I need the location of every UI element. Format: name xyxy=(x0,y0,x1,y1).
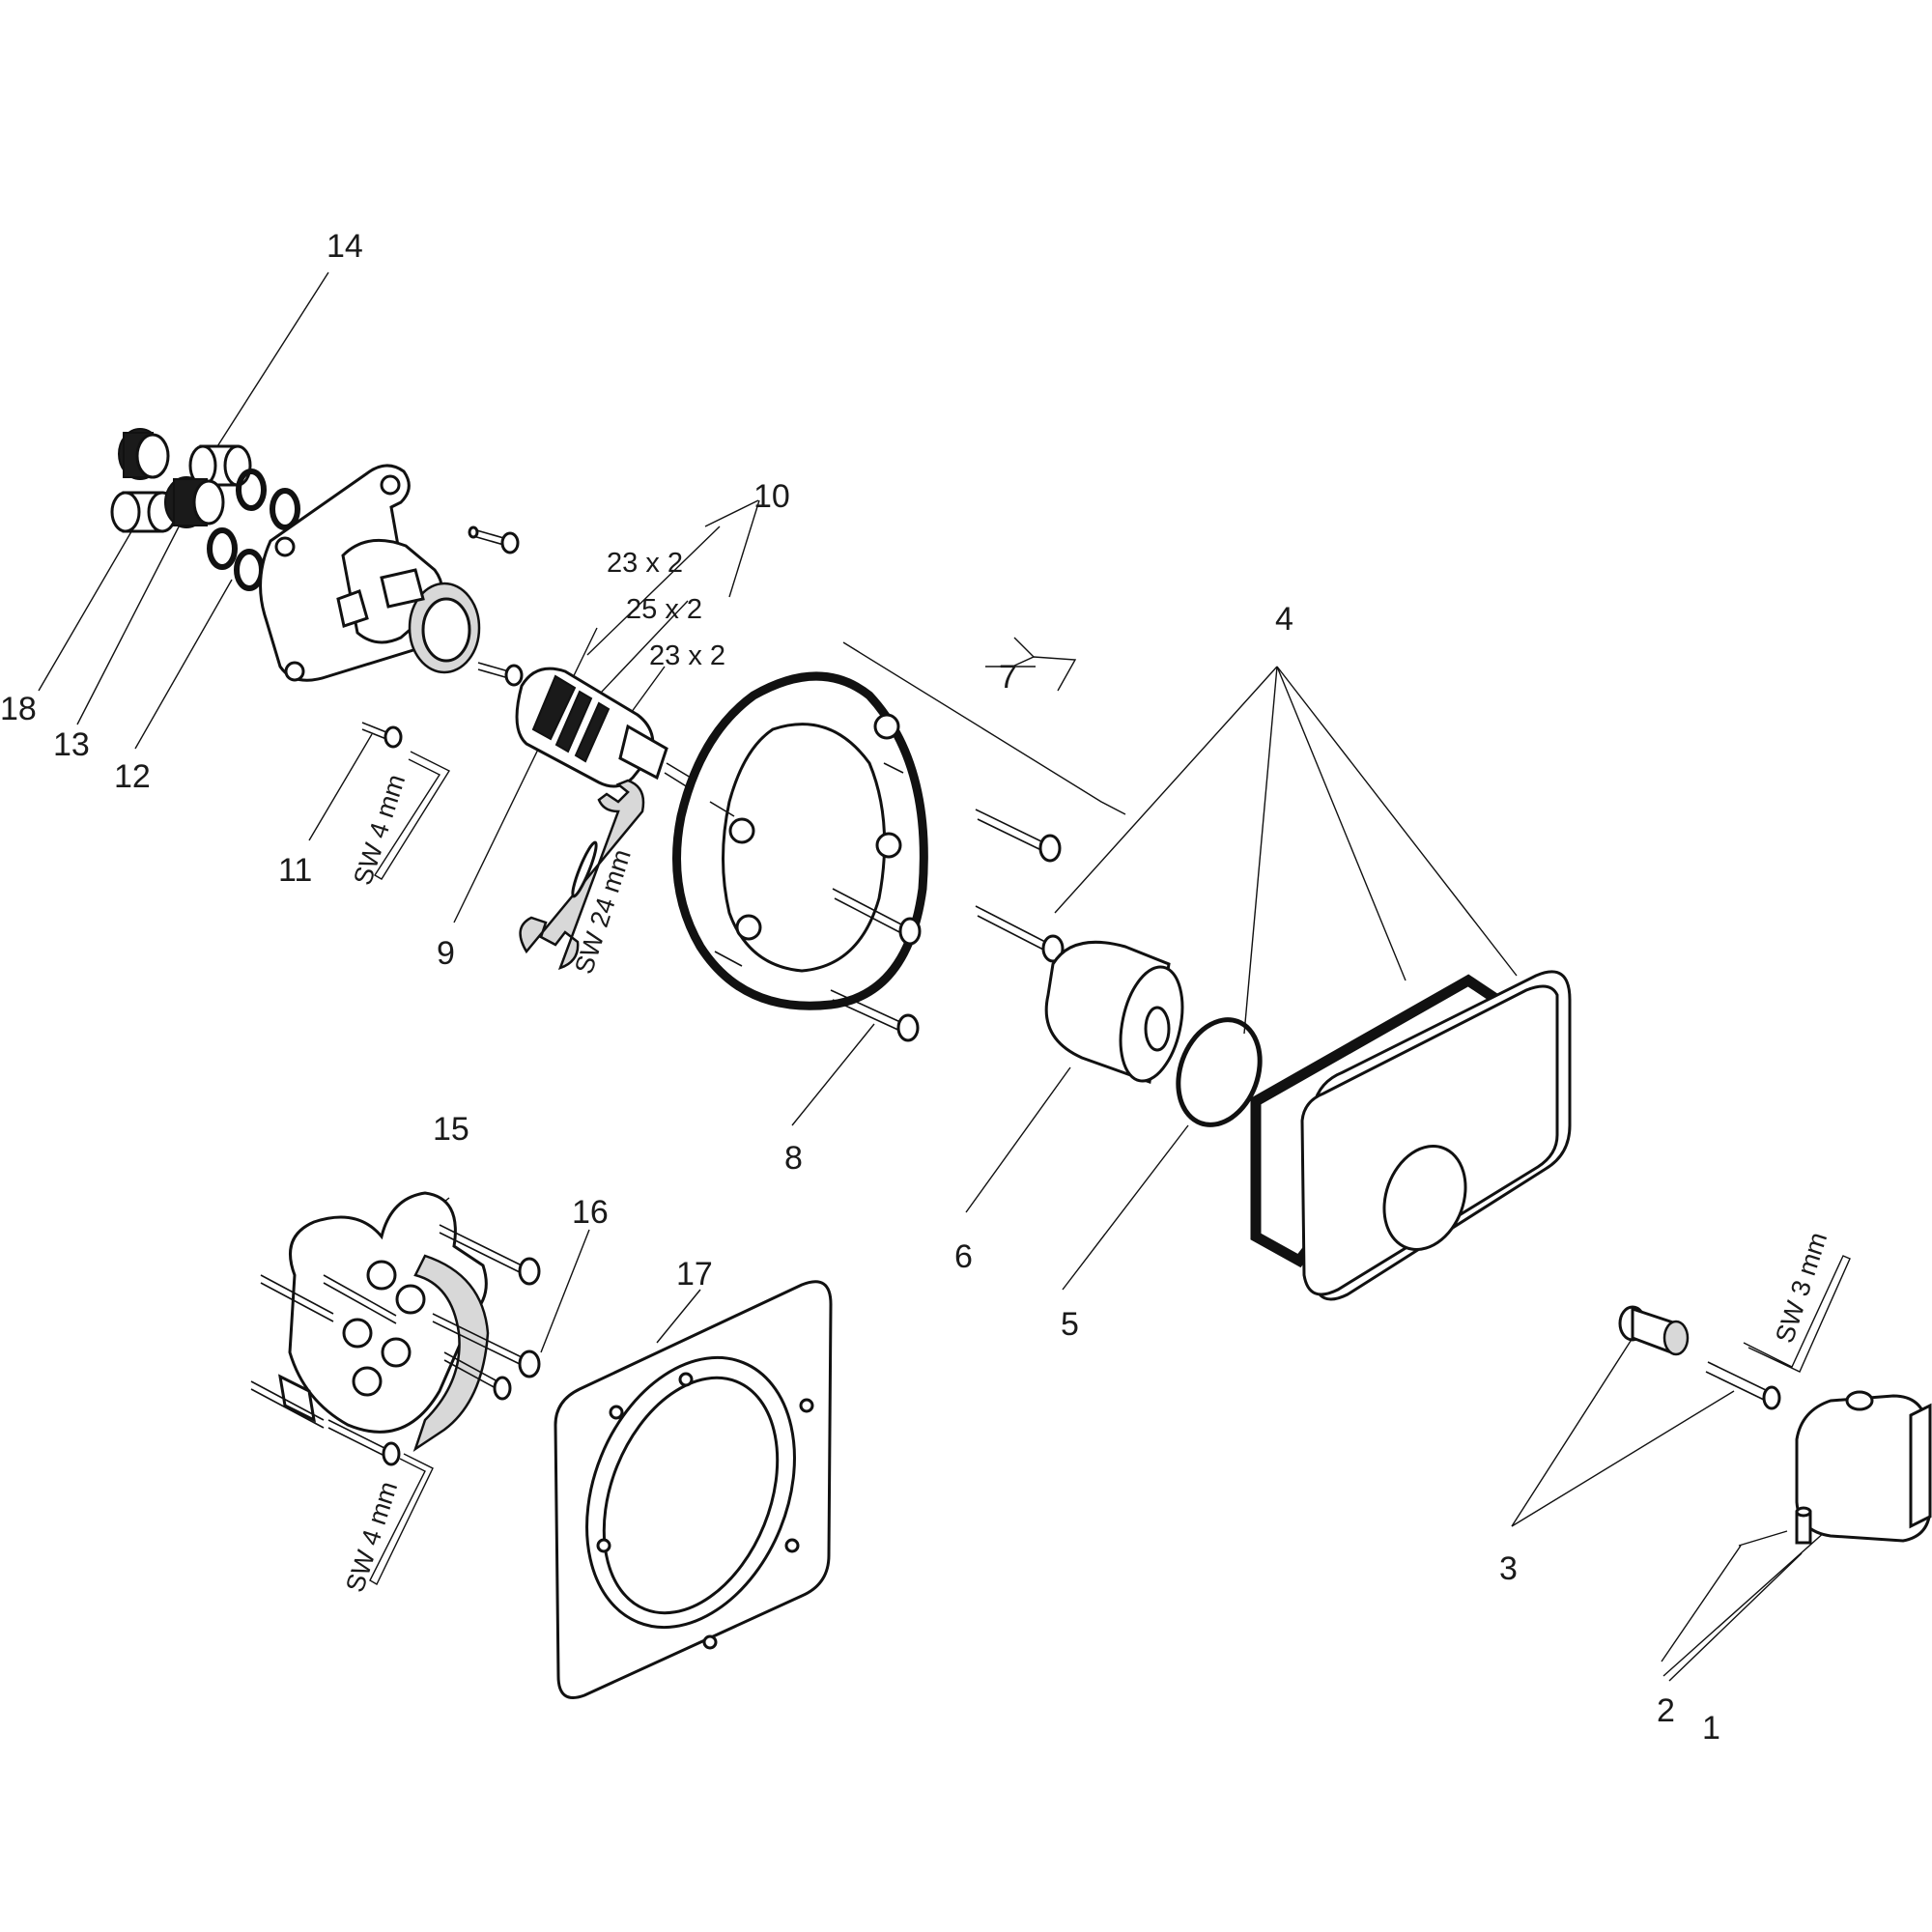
check-valve-18-top xyxy=(118,428,170,480)
dimension-23x2-bottom: 23 x 2 xyxy=(649,640,725,671)
o-ring-5 xyxy=(1176,1017,1263,1127)
rough-in-15 xyxy=(250,1191,490,1466)
screw-11 xyxy=(361,722,403,749)
grub-screw-2 xyxy=(1795,1506,1812,1545)
body-screws xyxy=(361,526,524,749)
callout-1: 1 xyxy=(1702,1710,1720,1747)
leader-lines xyxy=(38,271,1854,1682)
o-ring-12-c xyxy=(207,527,238,570)
screws-16 xyxy=(432,1224,541,1401)
screw-3 xyxy=(1705,1361,1781,1410)
callout-3: 3 xyxy=(1499,1550,1518,1587)
cartridge-9 xyxy=(515,667,692,788)
cover-plate-4 xyxy=(1250,970,1572,1301)
dimension-25x2: 25 x 2 xyxy=(626,594,702,625)
valve-body xyxy=(259,464,481,682)
callout-7: 7 xyxy=(999,659,1017,696)
callout-13: 13 xyxy=(53,726,90,763)
callout-8: 8 xyxy=(784,1140,803,1177)
check-valve-13 xyxy=(164,476,225,528)
callout-11: 11 xyxy=(278,852,312,889)
check-valve-18-bottom xyxy=(110,491,178,533)
dimension-23x2-top: 23 x 2 xyxy=(607,548,683,579)
callout-2: 2 xyxy=(1657,1692,1675,1729)
o-ring-12-b xyxy=(270,488,300,530)
callout-9: 9 xyxy=(437,935,455,972)
callout-4: 4 xyxy=(1275,601,1293,638)
callout-17: 17 xyxy=(676,1256,713,1293)
mounting-ring-7 xyxy=(672,671,928,1010)
callout-labels: 14 18 13 12 11 10 9 7 4 8 6 5 15 16 17 3… xyxy=(0,228,1720,1747)
screw-8-b xyxy=(975,905,1065,963)
screw-8-d xyxy=(830,989,920,1042)
dimension-labels: 23 x 2 25 x 2 23 x 2 xyxy=(607,548,725,671)
wrench-sw24 xyxy=(519,779,645,971)
callout-15: 15 xyxy=(433,1111,469,1148)
tool-label-hex-key-3: SW 3 mm xyxy=(1770,1229,1833,1347)
callout-12: 12 xyxy=(114,758,151,795)
hex-key-15 xyxy=(369,1453,434,1585)
screw-8-c xyxy=(832,888,922,946)
callout-18: 18 xyxy=(0,691,37,727)
callout-14: 14 xyxy=(327,228,363,265)
callout-5: 5 xyxy=(1061,1306,1079,1343)
screw-middle xyxy=(477,662,524,687)
tool-label-hex-key-4-bottom: SW 4 mm xyxy=(340,1478,403,1596)
check-valve-set xyxy=(110,428,300,591)
tool-label-hex-key-4-top: SW 4 mm xyxy=(348,771,411,889)
mounting-frame-17 xyxy=(554,1280,833,1699)
spindle-adapter-3 xyxy=(1618,1305,1690,1356)
extension-sleeve-6 xyxy=(1044,940,1184,1085)
hex-key-3 xyxy=(1743,1255,1851,1373)
o-ring-12-a xyxy=(236,469,267,511)
handle-1 xyxy=(1795,1390,1932,1543)
o-ring-12-d xyxy=(234,549,265,591)
callout-6: 6 xyxy=(954,1238,973,1275)
screw-top xyxy=(468,526,520,554)
hex-key-11 xyxy=(374,751,451,880)
screws-8 xyxy=(830,809,1065,1042)
callout-10: 10 xyxy=(753,478,790,515)
screw-8-a xyxy=(975,809,1062,863)
callout-16: 16 xyxy=(572,1194,609,1231)
